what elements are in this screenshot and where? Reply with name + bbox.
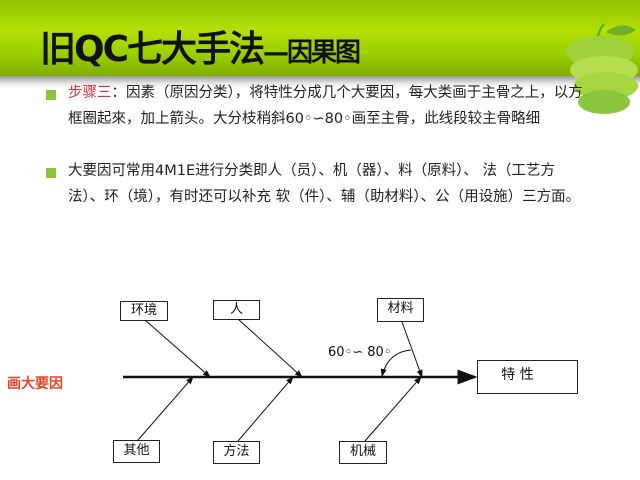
cause-box-method: 方法 bbox=[213, 441, 260, 464]
cause-box-environment: 环境 bbox=[120, 301, 168, 321]
title-main: 旧QC七大手法 bbox=[40, 29, 265, 70]
branch-environment bbox=[144, 319, 211, 378]
green-apple-icon bbox=[566, 23, 638, 114]
cause-box-man: 人 bbox=[213, 300, 260, 320]
step-text: ：因素（原因分类），将特性分成几个大要因，每大类画于主骨之上，以方框圈起來，加上… bbox=[68, 85, 583, 127]
cause-box-other: 其他 bbox=[113, 440, 160, 463]
branch-machine bbox=[364, 376, 422, 442]
branch-other bbox=[137, 376, 194, 441]
angle-label: 60◦∽ 80◦ bbox=[328, 345, 392, 360]
effect-box: 特 性 bbox=[477, 360, 578, 394]
header-shadow bbox=[0, 76, 640, 88]
page-title: 旧QC七大手法—因果图 bbox=[40, 20, 361, 72]
bullet-text-1: 步骤三：因素（原因分类），将特性分成几个大要因，每大类画于主骨之上，以方框圈起來… bbox=[68, 80, 588, 132]
side-label: 画大要因 bbox=[7, 376, 63, 392]
bullet-icon bbox=[46, 168, 56, 178]
bullet-icon bbox=[46, 90, 56, 100]
title-sub: —因果图 bbox=[263, 38, 361, 68]
cause-box-material: 材料 bbox=[377, 298, 424, 322]
bullet-text-2: 大要因可常用4M1E进行分类即人（员）、机（器）、料（原料）、 法（工艺方法）、… bbox=[68, 163, 581, 205]
angle-arc bbox=[380, 349, 412, 377]
header-banner bbox=[0, 0, 640, 76]
branch-method bbox=[237, 376, 294, 442]
step-highlight: 步骤三 bbox=[68, 85, 112, 101]
cause-box-machine: 机械 bbox=[339, 441, 387, 464]
branch-material bbox=[401, 321, 423, 378]
branch-man bbox=[237, 318, 303, 378]
